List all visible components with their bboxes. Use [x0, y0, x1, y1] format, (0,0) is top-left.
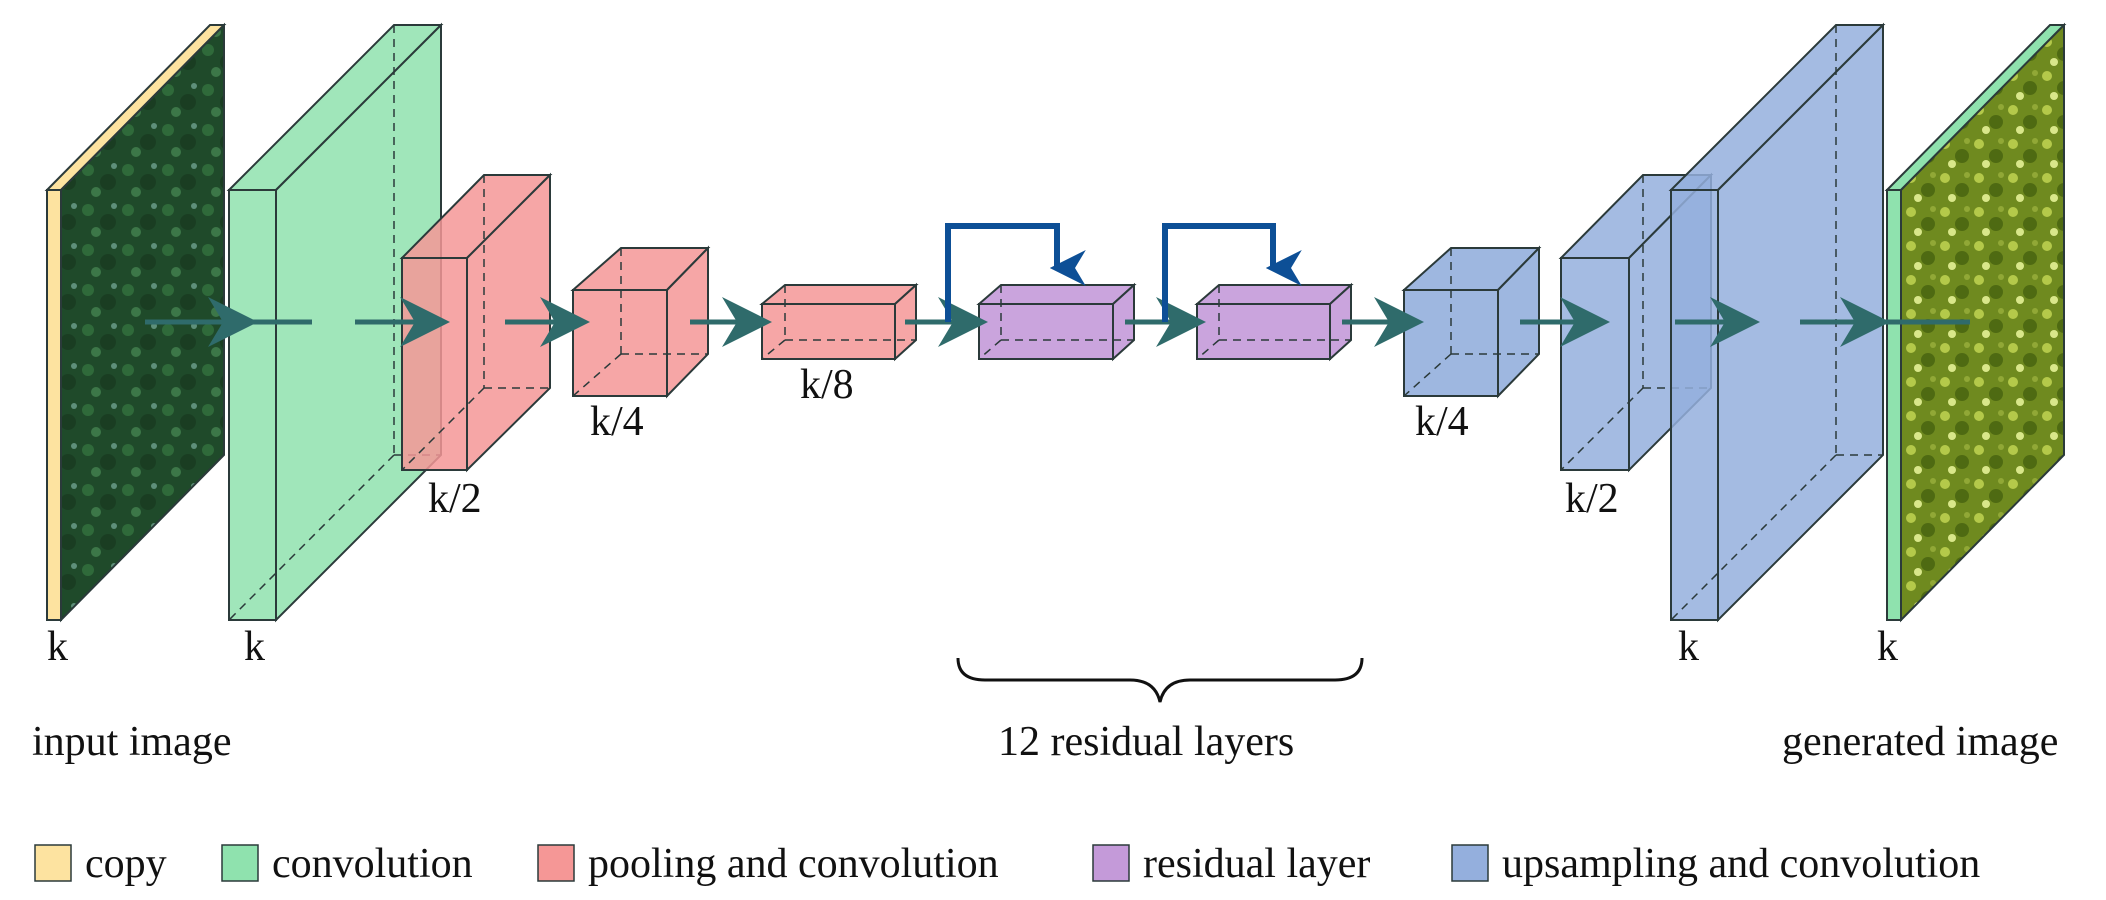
dim-label-pool3: k/8	[800, 362, 854, 408]
input-copy-layer	[44, 22, 227, 623]
dim-label-input: k	[47, 624, 68, 670]
legend-swatch-pooling	[537, 844, 575, 882]
residual-block-2	[1194, 282, 1354, 362]
legend-swatch-convolution	[221, 844, 259, 882]
legend-label-pooling: pooling and convolution	[588, 841, 999, 887]
generated-image	[1900, 22, 2065, 623]
input-image	[60, 22, 225, 623]
legend-swatch-upsampling	[1451, 844, 1489, 882]
legend-label-convolution: convolution	[272, 841, 473, 887]
skip-arrow-icon	[945, 223, 1086, 322]
caption-generated-image: generated image	[1782, 719, 2058, 765]
dim-label-pool1: k/2	[428, 476, 482, 522]
caption-input-image: input image	[32, 719, 231, 765]
dim-label-conv1: k	[244, 624, 265, 670]
dim-label-pool2: k/4	[590, 399, 644, 445]
skip-arrow-icon	[1162, 223, 1302, 322]
dim-label-output: k	[1877, 624, 1898, 670]
legend-swatch-copy	[34, 844, 72, 882]
legend-label-upsampling: upsampling and convolution	[1502, 841, 1980, 887]
curly-brace-icon	[956, 657, 1364, 703]
residual-block-1	[976, 282, 1137, 362]
caption-residual-group: 12 residual layers	[998, 719, 1294, 765]
dim-label-up3: k	[1678, 624, 1699, 670]
legend-swatch-residual	[1092, 844, 1130, 882]
legend: copy convolution pooling and convolution…	[34, 841, 1980, 887]
pool-block-3	[759, 282, 919, 362]
output-layer	[1884, 22, 2067, 623]
skip-arrows	[945, 223, 1302, 322]
legend-label-copy: copy	[85, 841, 167, 887]
dim-label-up1: k/4	[1415, 399, 1469, 445]
upsample-block-1	[1401, 245, 1542, 399]
legend-label-residual: residual layer	[1143, 841, 1370, 887]
pool-block-2	[570, 245, 711, 399]
dim-label-up2: k/2	[1565, 476, 1619, 522]
